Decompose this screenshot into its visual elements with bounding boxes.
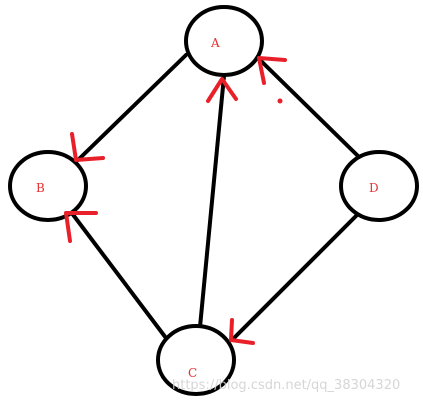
arrowhead-into-c xyxy=(229,318,255,345)
edge-d-c xyxy=(230,212,360,342)
edge-d-a xyxy=(256,56,360,158)
arrowheads xyxy=(64,56,287,345)
node-c xyxy=(156,324,236,396)
arrowhead-into-b-top xyxy=(70,132,105,162)
node-c-label: C xyxy=(188,366,197,380)
node-a-label: A xyxy=(210,36,220,50)
edge-c-a xyxy=(198,74,226,329)
node-b-label: B xyxy=(36,181,45,195)
edge-a-b xyxy=(76,53,188,162)
node-d-label: D xyxy=(369,181,379,195)
edges xyxy=(69,53,360,342)
stray-dot xyxy=(277,98,283,104)
edge-c-b xyxy=(69,210,168,340)
arrowhead-into-a-right xyxy=(257,56,287,85)
watermark: https://blog.csdn.net/qq_38304320 xyxy=(172,378,400,393)
node-b xyxy=(8,150,88,222)
arrowhead-into-b-bottom xyxy=(64,211,98,243)
node-a xyxy=(184,5,264,77)
nodes xyxy=(8,5,419,396)
node-d xyxy=(339,150,419,222)
arrowhead-into-a-bottom xyxy=(206,77,238,103)
